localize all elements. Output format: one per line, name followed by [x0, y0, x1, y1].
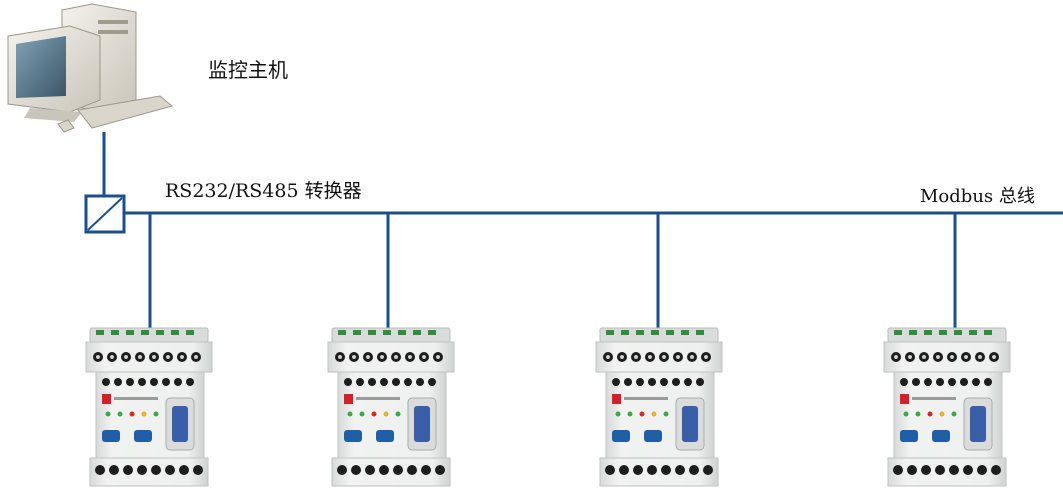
bus-label: Modbus 总线: [920, 186, 1035, 207]
protection-relay-device-icon: [85, 327, 213, 487]
protection-relay-device-icon: [327, 327, 455, 487]
converter-icon: [84, 194, 126, 234]
bus-drop-lines: [148, 213, 957, 328]
host-label: 监控主机: [208, 58, 288, 82]
protection-relay-device-icon: [595, 327, 723, 487]
protection-relay-device-icon: [883, 327, 1011, 487]
converter-label: RS232/RS485 转换器: [165, 180, 362, 202]
desktop-computer-icon: [7, 3, 174, 133]
